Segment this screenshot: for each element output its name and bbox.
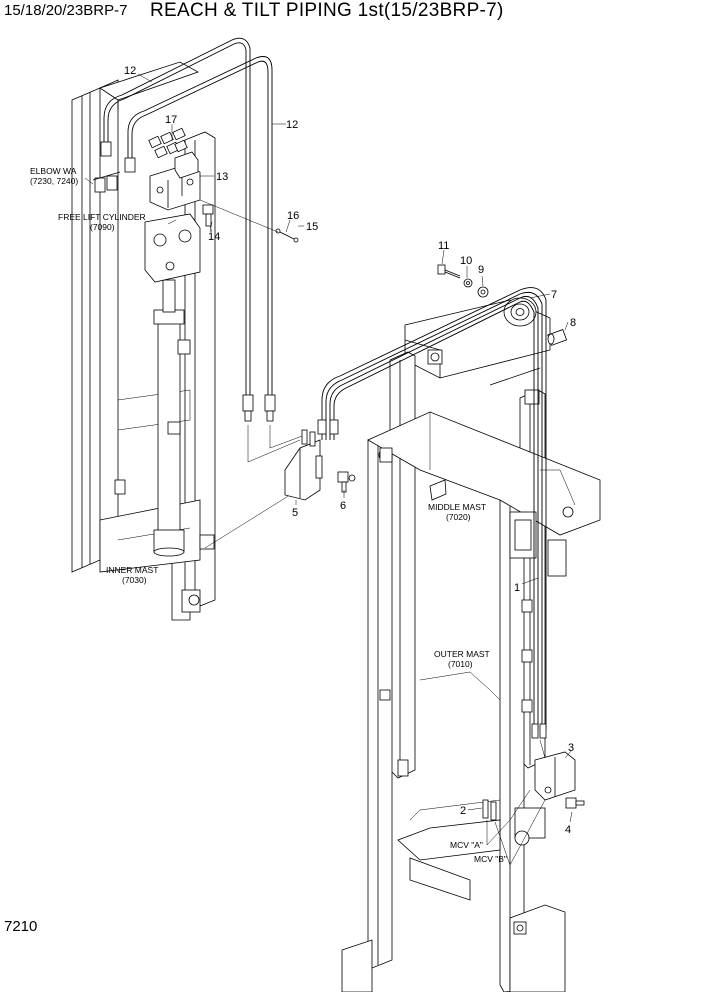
callout-4: 4	[565, 824, 571, 836]
bolt-15-washer-16	[275, 228, 299, 243]
elbow-fittings	[92, 171, 121, 193]
hose-12	[100, 37, 276, 422]
callout-13: 13	[216, 171, 228, 183]
callout-14: 14	[208, 231, 220, 243]
bracket-5	[284, 429, 323, 501]
fitting-group-17	[148, 127, 188, 159]
label-outer-mast-ref: (7010)	[448, 659, 473, 669]
callout-17: 17	[165, 114, 177, 126]
callout-15: 15	[306, 221, 318, 233]
ring-9	[477, 286, 489, 298]
callout-12b: 12	[286, 119, 298, 131]
label-free-lift-cylinder: FREE LIFT CYLINDER	[58, 212, 146, 222]
bolt-11	[437, 264, 461, 279]
bolt-6	[337, 471, 356, 493]
outer-mast-drawing	[341, 411, 601, 992]
label-inner-mast-ref: (7030)	[122, 575, 147, 585]
bolt-4	[565, 797, 585, 809]
callouts: 12 12 17 13 14 16 15 11 10 9 7 8 5 6 1 3…	[124, 65, 576, 836]
assembly-leaders-left	[199, 199, 306, 549]
callout-7: 7	[551, 289, 557, 301]
callout-16: 16	[287, 210, 299, 222]
callout-6: 6	[340, 500, 346, 512]
adaptor-2	[482, 799, 497, 821]
pin-8	[547, 329, 568, 346]
inner-mast-drawing	[71, 61, 216, 621]
label-mcv-a: MCV "A"	[450, 840, 483, 850]
callout-2: 2	[460, 805, 466, 817]
label-free-lift-cylinder-ref: (7090)	[90, 222, 115, 232]
bolt-14	[202, 204, 214, 227]
callout-leaders	[84, 73, 573, 823]
label-outer-mast: OUTER MAST	[434, 649, 490, 659]
label-elbow-wa: ELBOW WA	[30, 166, 77, 176]
callout-1: 1	[514, 582, 520, 594]
bracket-3	[534, 751, 576, 801]
callout-8: 8	[570, 317, 576, 329]
label-inner-mast: INNER MAST	[106, 565, 158, 575]
bracket-13	[149, 151, 201, 211]
label-elbow-wa-ref: (7230, 7240)	[30, 176, 78, 186]
washer-10	[463, 278, 473, 288]
label-middle-mast: MIDDLE MAST	[428, 502, 486, 512]
label-mcv-b: MCV "B"	[474, 854, 507, 864]
callout-3: 3	[568, 742, 574, 754]
assembly-leaders-right	[486, 739, 546, 866]
callout-11: 11	[438, 240, 449, 252]
callout-5: 5	[292, 507, 298, 519]
callout-9: 9	[478, 264, 484, 276]
model-code: 15/18/20/23BRP-7	[4, 2, 128, 19]
callout-12a: 12	[124, 65, 136, 77]
callout-10: 10	[460, 255, 472, 267]
hose-1	[317, 287, 547, 739]
page-number: 7210	[4, 918, 38, 935]
label-middle-mast-ref: (7020)	[446, 512, 471, 522]
part-labels: ELBOW WA (7230, 7240) FREE LIFT CYLINDER…	[30, 166, 507, 864]
page-title: REACH & TILT PIPING 1st(15/23BRP-7)	[150, 0, 504, 21]
